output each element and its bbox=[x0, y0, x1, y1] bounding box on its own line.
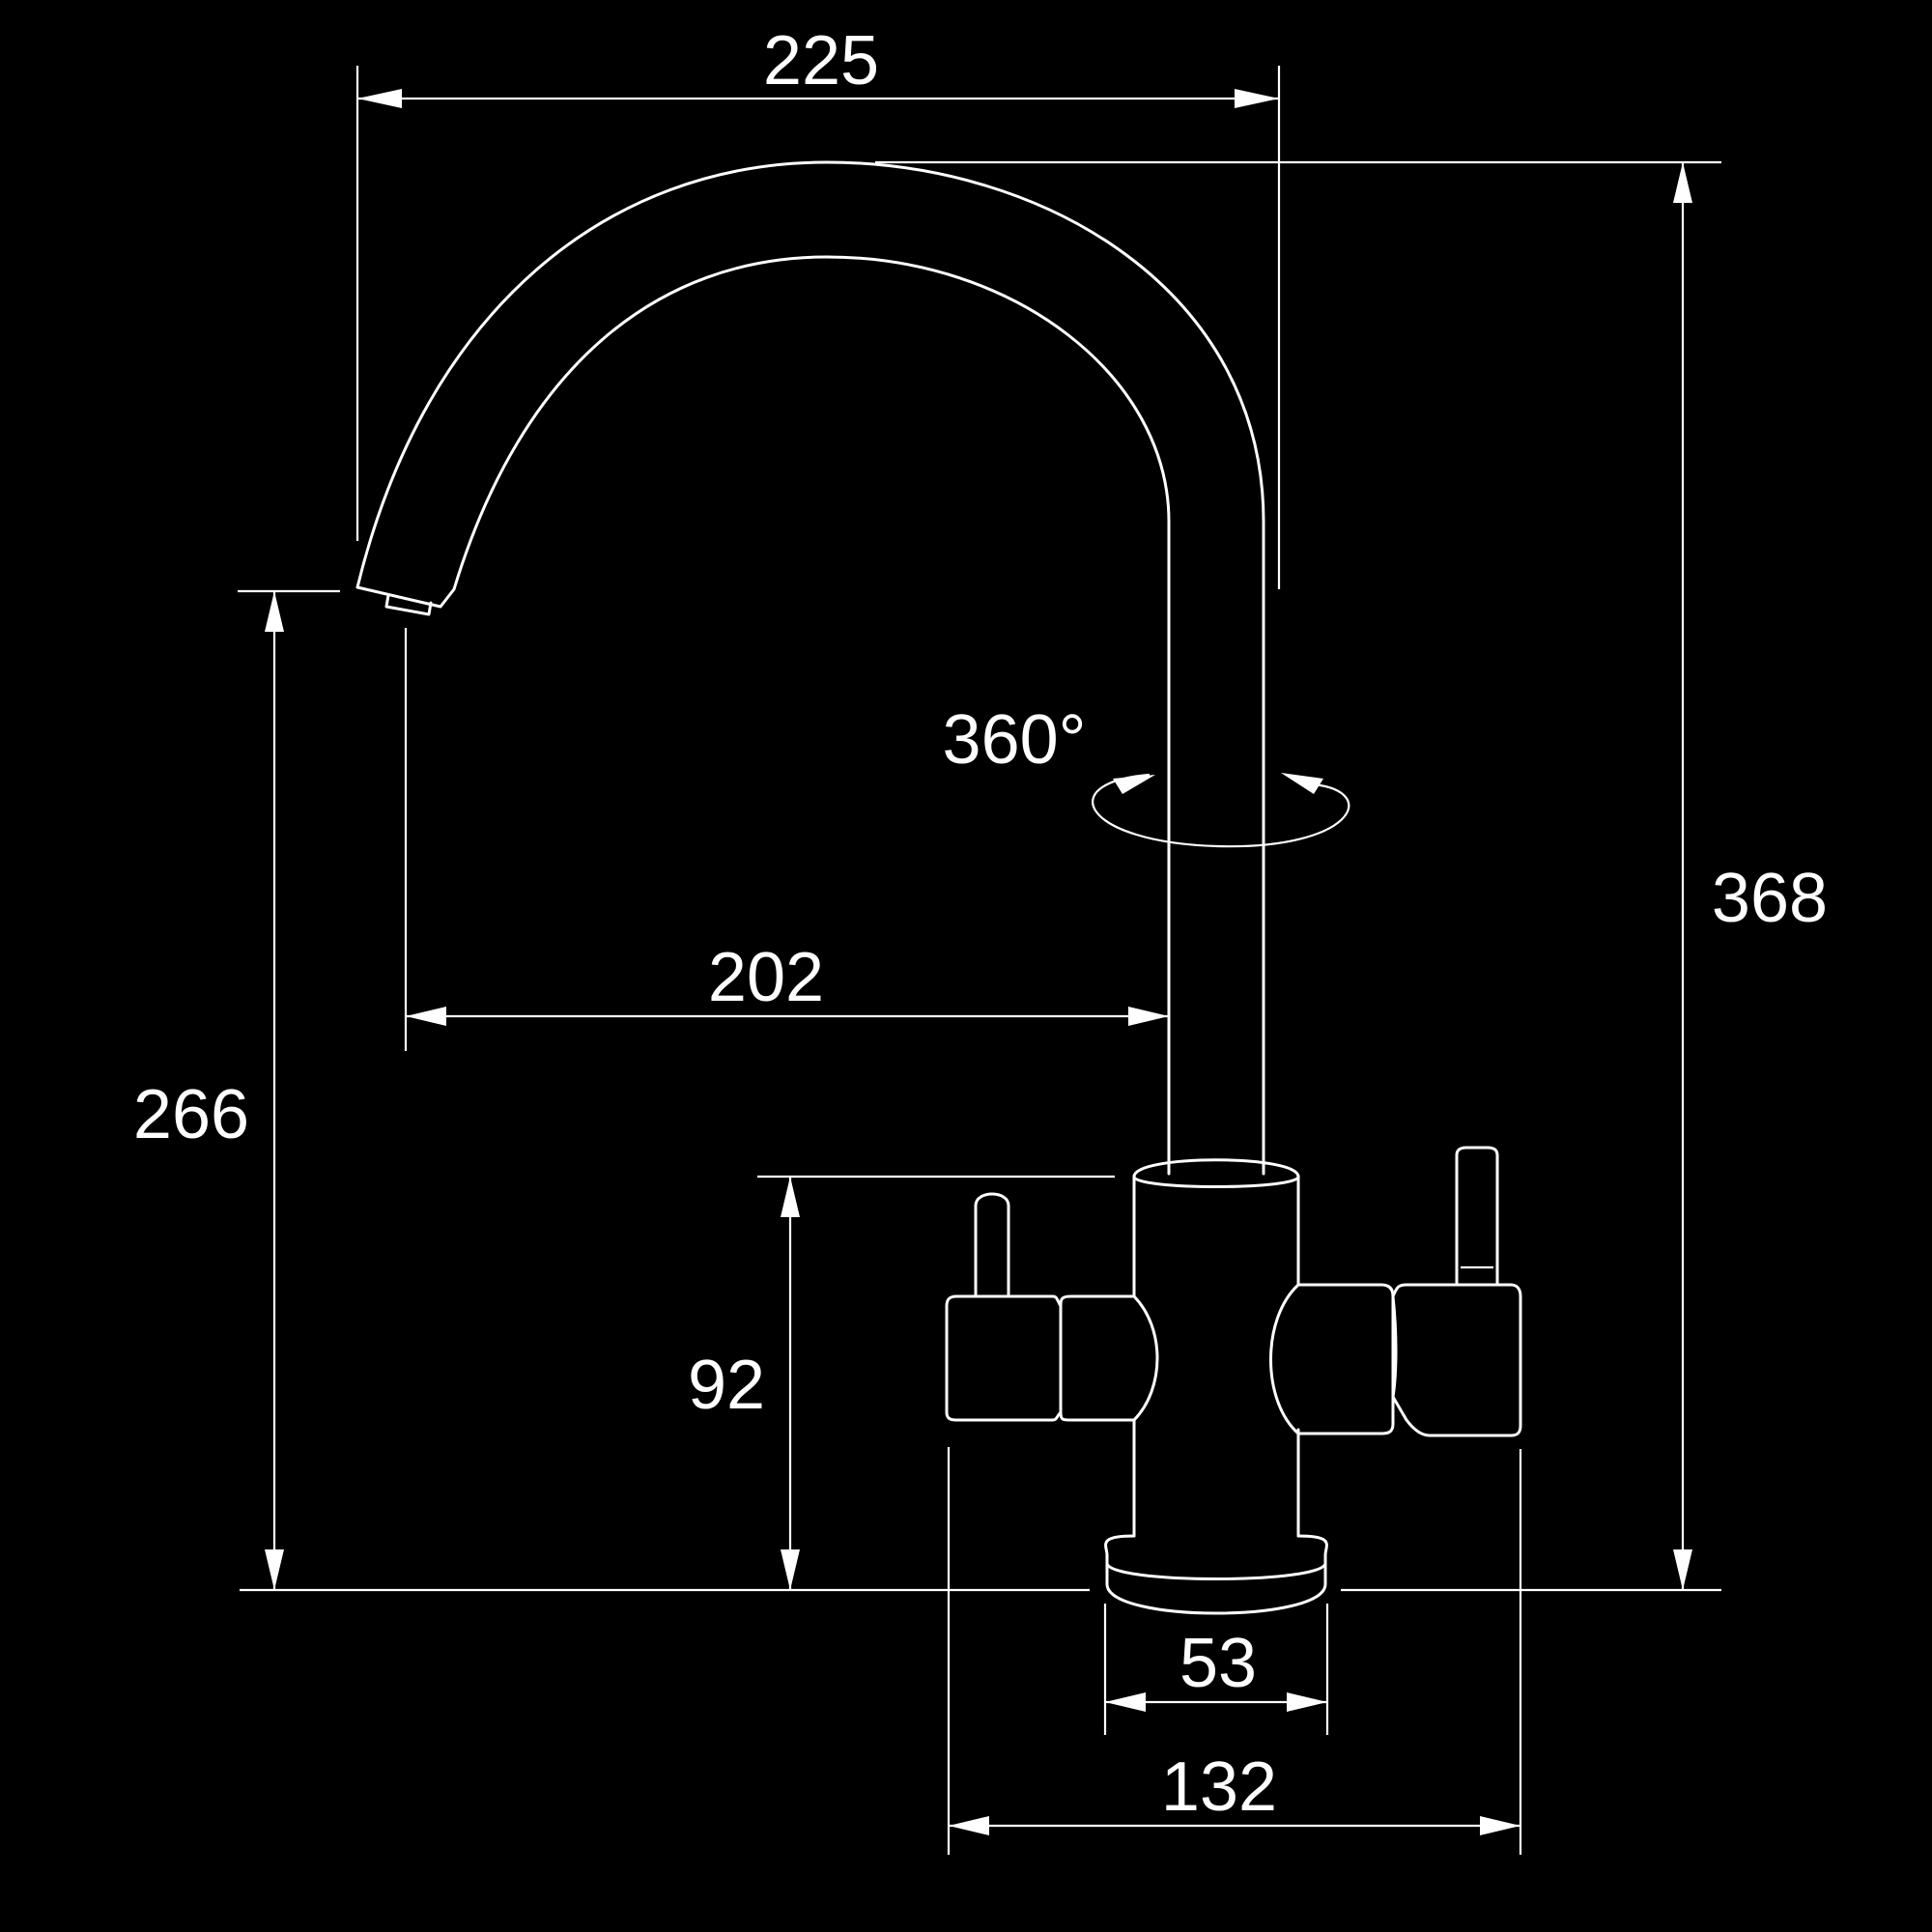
left-handle bbox=[945, 1192, 1159, 1422]
dim-225 bbox=[355, 66, 1281, 589]
dim-266 bbox=[238, 589, 340, 1590]
spout-outer-edge bbox=[355, 160, 1265, 593]
dim-132 bbox=[947, 1447, 1522, 1855]
dimension-labels: 225 368 360° 202 266 92 53 132 bbox=[133, 22, 1828, 1826]
body-collar-lower bbox=[1132, 1175, 1300, 1188]
dimension-lines bbox=[238, 66, 1721, 1855]
label-225: 225 bbox=[763, 22, 879, 99]
rotation-arrow-icon bbox=[1092, 773, 1350, 848]
label-53: 53 bbox=[1179, 1625, 1257, 1702]
dim-53 bbox=[1103, 1604, 1329, 1735]
base-ring-top bbox=[1104, 1534, 1328, 1580]
label-202: 202 bbox=[708, 939, 824, 1016]
aerator bbox=[384, 593, 433, 616]
label-92: 92 bbox=[688, 1347, 765, 1424]
dim-92 bbox=[757, 1175, 1115, 1590]
base-plate bbox=[1105, 1561, 1327, 1615]
dim-202 bbox=[404, 628, 1169, 1051]
faucet-outline bbox=[355, 160, 1522, 1615]
label-360: 360° bbox=[943, 701, 1087, 779]
spout-tip bbox=[355, 585, 456, 609]
faucet-body bbox=[1132, 1175, 1300, 1538]
dim-368 bbox=[875, 160, 1721, 1590]
right-handle bbox=[1269, 1146, 1522, 1437]
spout-inner-edge bbox=[452, 255, 1171, 1176]
label-132: 132 bbox=[1161, 1748, 1277, 1826]
label-368: 368 bbox=[1712, 860, 1828, 937]
label-266: 266 bbox=[133, 1076, 249, 1153]
body-collar bbox=[1132, 1158, 1300, 1179]
